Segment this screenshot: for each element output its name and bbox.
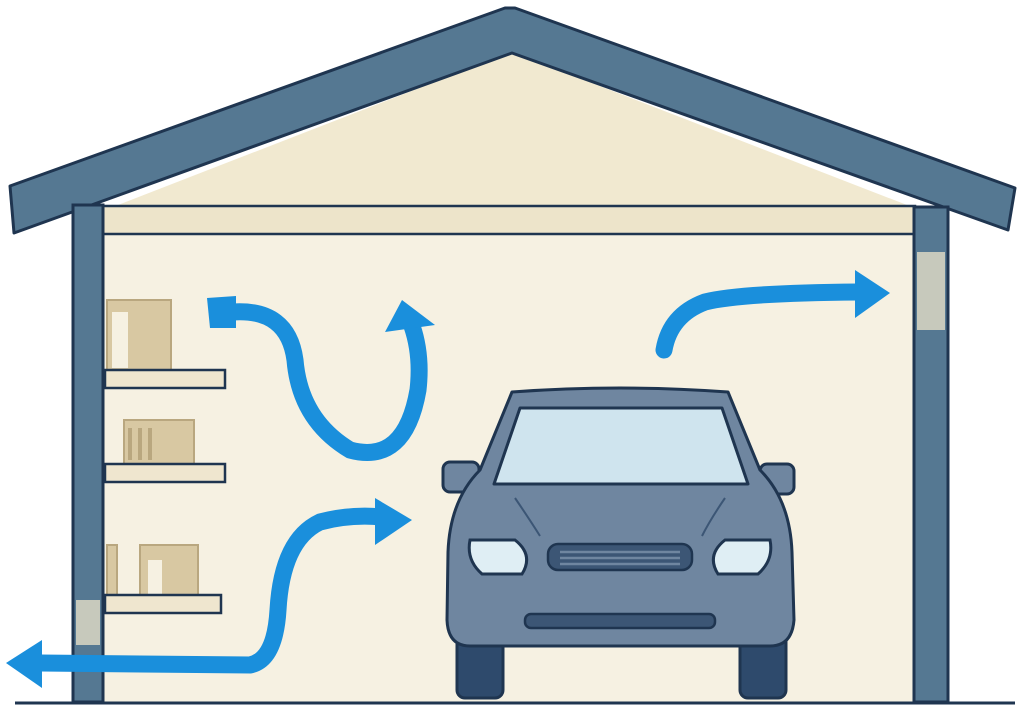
shelf [103, 593, 223, 615]
shelf [103, 462, 227, 484]
lower-intake [523, 612, 717, 630]
airflow-arrowhead-right-lower [375, 498, 412, 545]
hood-crease [514, 497, 726, 537]
airflow-arrow-u [223, 303, 428, 461]
airflow-arrowhead-left [207, 296, 236, 328]
right-post [912, 205, 950, 704]
left-post [71, 203, 105, 704]
airflow-arrow-upper-right [655, 283, 867, 359]
headlight-left [467, 538, 529, 576]
airflow-arrow-lower [31, 507, 391, 674]
roof-shape [8, 6, 1017, 235]
storage-box [106, 544, 118, 596]
garage-roof [8, 6, 1017, 235]
windshield [492, 406, 750, 486]
airflow-arrowhead-up [385, 300, 435, 332]
gable-wall [100, 52, 925, 212]
headlight-right [711, 538, 773, 576]
shelf-top [103, 299, 227, 390]
storage-box [123, 419, 195, 465]
car [441, 386, 796, 700]
door-header [101, 204, 917, 236]
shelf [103, 368, 227, 390]
airflow-arrows [6, 270, 890, 688]
shelf-middle [103, 419, 227, 484]
airflow-arrowhead-right-upper [855, 270, 890, 318]
airflow-arrowhead-exit-left [6, 640, 42, 688]
shelf-bottom [103, 544, 223, 615]
